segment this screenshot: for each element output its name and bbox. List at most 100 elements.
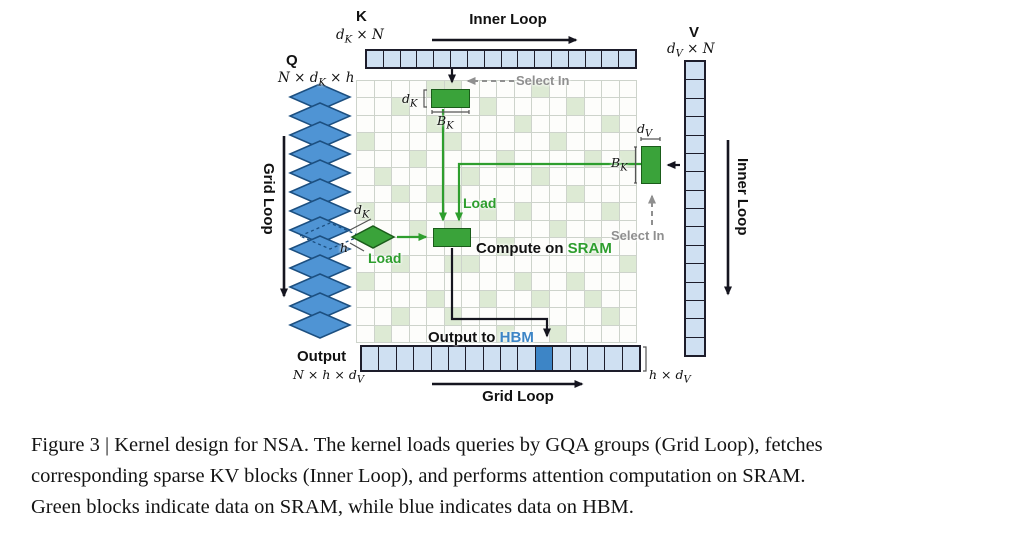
grid-cell bbox=[357, 185, 375, 204]
grid-cell bbox=[444, 133, 462, 151]
grid-cell bbox=[444, 150, 462, 169]
load-q-label: Load bbox=[368, 250, 402, 266]
v-cell bbox=[686, 152, 704, 172]
grid-cell bbox=[602, 133, 620, 151]
grid-cell bbox=[514, 150, 532, 169]
grid-cell bbox=[584, 133, 602, 151]
grid-cell bbox=[532, 98, 550, 116]
grid-cell bbox=[567, 203, 585, 221]
grid-cell bbox=[392, 325, 410, 343]
grid-cell bbox=[602, 325, 620, 343]
v-cell bbox=[686, 281, 704, 300]
bk-k-block-label: BK bbox=[437, 113, 454, 132]
grid-cell bbox=[479, 150, 497, 169]
grid-cell bbox=[619, 81, 637, 99]
grid-cell bbox=[567, 168, 585, 186]
grid-cell bbox=[619, 290, 637, 309]
v-matrix-strip bbox=[684, 60, 706, 357]
output-matrix-label: Output bbox=[297, 348, 347, 365]
grid-cell bbox=[532, 290, 550, 309]
grid-cell bbox=[427, 168, 445, 186]
grid-cell bbox=[374, 168, 392, 186]
grid-cell bbox=[374, 255, 392, 274]
q-slab bbox=[288, 159, 352, 187]
grid-cell bbox=[392, 290, 410, 309]
output-cell bbox=[482, 347, 500, 370]
output-cell bbox=[552, 347, 570, 370]
grid-cell bbox=[584, 81, 602, 99]
grid-cell bbox=[514, 81, 532, 99]
grid-cell bbox=[462, 168, 480, 186]
grid-cell bbox=[409, 168, 427, 186]
grid-cell bbox=[392, 115, 410, 134]
grid-cell bbox=[409, 273, 427, 291]
grid-cell bbox=[584, 325, 602, 343]
v-cell bbox=[686, 244, 704, 264]
q-slab bbox=[288, 254, 352, 282]
grid-cell bbox=[532, 150, 550, 169]
grid-cell bbox=[392, 308, 410, 326]
grid-cell bbox=[602, 238, 620, 256]
grid-cell bbox=[444, 273, 462, 291]
k-matrix-strip bbox=[365, 49, 637, 69]
grid-cell bbox=[392, 185, 410, 204]
grid-cell bbox=[584, 98, 602, 116]
v-cell bbox=[686, 189, 704, 208]
grid-cell bbox=[497, 290, 515, 309]
k-cell bbox=[416, 51, 434, 67]
v-cell bbox=[686, 62, 704, 80]
hbm-text: HBM bbox=[499, 329, 534, 346]
grid-cell bbox=[392, 238, 410, 256]
grid-cell bbox=[357, 220, 375, 239]
grid-cell bbox=[549, 150, 567, 169]
k-cell bbox=[399, 51, 417, 67]
grid-cell bbox=[392, 273, 410, 291]
grid-cell bbox=[462, 308, 480, 326]
grid-cell bbox=[497, 133, 515, 151]
grid-cell bbox=[532, 133, 550, 151]
grid-cell bbox=[374, 115, 392, 134]
grid-cell bbox=[619, 273, 637, 291]
grid-cell bbox=[584, 308, 602, 326]
v-sram-block bbox=[641, 146, 661, 184]
grid-cell bbox=[514, 308, 532, 326]
grid-cell bbox=[409, 203, 427, 221]
grid-cell bbox=[497, 150, 515, 169]
output-cell bbox=[465, 347, 483, 370]
grid-cell bbox=[584, 115, 602, 134]
h-q-diamond-label: h bbox=[340, 240, 349, 255]
grid-cell bbox=[602, 203, 620, 221]
grid-cell bbox=[409, 308, 427, 326]
grid-cell bbox=[374, 203, 392, 221]
output-to-hbm-label: Output to HBM bbox=[428, 329, 534, 346]
q-slab bbox=[288, 311, 352, 339]
grid-cell bbox=[409, 115, 427, 134]
q-selected-slab-outline bbox=[298, 222, 362, 250]
grid-cell bbox=[357, 308, 375, 326]
grid-cell bbox=[427, 203, 445, 221]
grid-cell bbox=[497, 115, 515, 134]
grid-cell bbox=[497, 98, 515, 116]
grid-cell bbox=[427, 150, 445, 169]
grid-cell bbox=[532, 308, 550, 326]
v-cell bbox=[686, 299, 704, 319]
grid-cell bbox=[444, 203, 462, 221]
grid-cell bbox=[497, 168, 515, 186]
grid-cell bbox=[427, 255, 445, 274]
grid-cell bbox=[409, 220, 427, 239]
grid-cell bbox=[479, 290, 497, 309]
grid-cell bbox=[619, 98, 637, 116]
grid-cell bbox=[427, 325, 445, 343]
grid-cell bbox=[409, 290, 427, 309]
grid-cell bbox=[392, 150, 410, 169]
grid-cell bbox=[532, 81, 550, 99]
grid-cell bbox=[602, 185, 620, 204]
grid-cell bbox=[584, 185, 602, 204]
select-in-top-label: Select In bbox=[516, 73, 570, 88]
grid-cell bbox=[462, 290, 480, 309]
grid-cell bbox=[567, 308, 585, 326]
grid-cell bbox=[602, 255, 620, 274]
grid-cell bbox=[374, 81, 392, 99]
v-cell bbox=[686, 318, 704, 337]
grid-cell bbox=[514, 220, 532, 239]
